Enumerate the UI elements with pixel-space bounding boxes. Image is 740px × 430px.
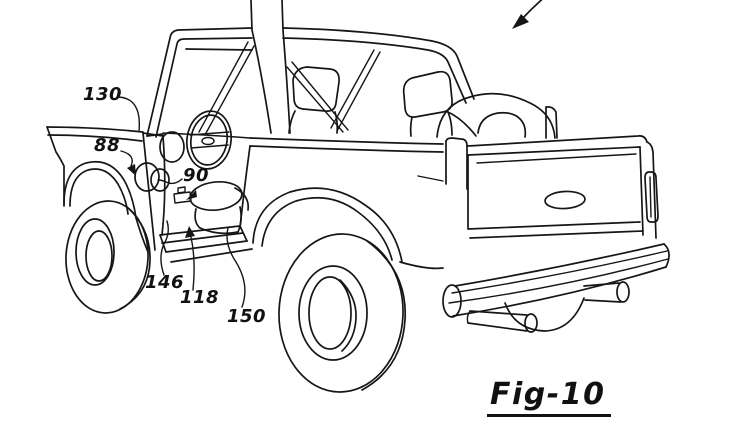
hinge-detail-outer [134, 162, 160, 192]
leader-118 [190, 236, 195, 291]
passenger-headrest [402, 70, 453, 137]
exhaust-pipes [466, 281, 630, 333]
leader-lines [117, 96, 246, 308]
leader-150 [226, 227, 246, 308]
ref-numeral-130: 130 [83, 84, 123, 105]
ref-numeral-90: 90 [183, 165, 210, 186]
leader-90 [157, 178, 183, 185]
oval-emblem [544, 190, 586, 210]
windshield-frame [146, 27, 255, 138]
taillight [644, 171, 659, 223]
figure-caption: Fig-10 [487, 378, 612, 417]
leader-130 [117, 96, 141, 132]
tailgate [445, 135, 659, 239]
ref-numeral-118: 118 [180, 287, 220, 308]
rear-wheel [278, 233, 407, 393]
front-fender [46, 126, 149, 253]
front-wheel [65, 200, 151, 314]
sport-bar [250, 0, 475, 134]
ref-numeral-88: 88 [94, 135, 121, 156]
door-striker-detail [173, 186, 197, 204]
ref-numeral-146: 146 [145, 272, 185, 293]
spare-tire [436, 92, 558, 139]
rear-bumper [442, 243, 670, 318]
down-left-arrow-icon [512, 0, 543, 29]
leader-146 [160, 220, 169, 276]
driver-headrest [288, 66, 340, 134]
door-opening [134, 132, 253, 263]
leader-88 [120, 150, 133, 167]
body-side [249, 137, 444, 270]
driver-seat [189, 180, 250, 235]
hinge-detail-inner [150, 168, 170, 192]
steering-wheel [159, 110, 251, 170]
ref-numeral-150: 150 [227, 306, 267, 327]
